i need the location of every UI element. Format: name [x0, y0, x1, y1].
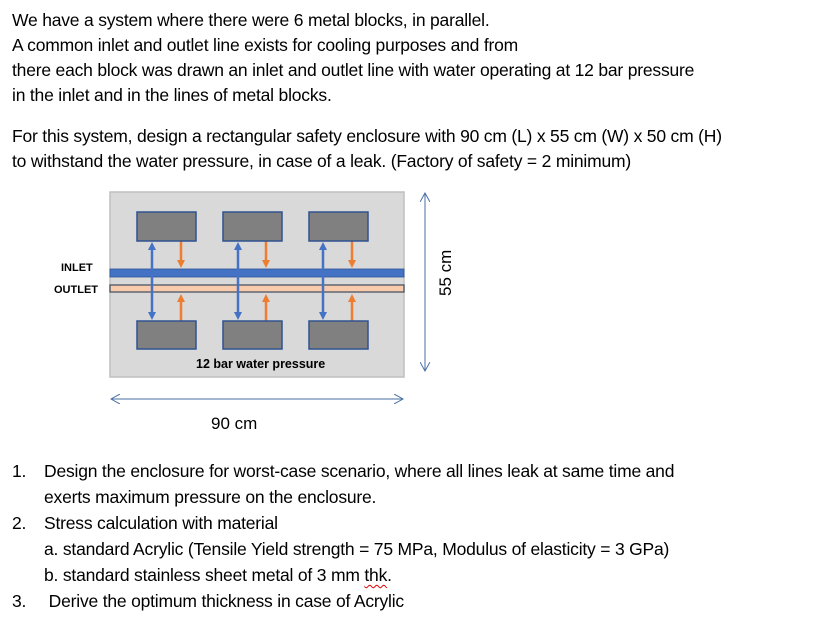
- intro-line: We have a system where there were 6 meta…: [12, 10, 490, 30]
- question-item-2: 2. Stress calculation with material a. st…: [12, 510, 674, 588]
- metal-block: [308, 211, 369, 242]
- sub-item-b: b. standard stainless sheet metal of 3 m…: [12, 562, 674, 588]
- question-text: Stress calculation with material: [44, 513, 278, 533]
- question-text: Derive the optimum thickness in case of …: [44, 591, 405, 611]
- intro-line: A common inlet and outlet line exists fo…: [12, 35, 519, 55]
- question-number: 3.: [12, 591, 27, 611]
- sub-item-b-suffix: .: [387, 565, 392, 585]
- question-item-3: 3. Derive the optimum thickness in case …: [12, 588, 674, 614]
- height-dimension-label: 55 cm: [436, 249, 455, 296]
- outlet-label: OUTLET: [54, 284, 98, 296]
- intro-paragraph: We have a system where there were 6 meta…: [12, 8, 694, 108]
- pressure-label: 12 bar water pressure: [196, 357, 326, 371]
- task-paragraph: For this system, design a rectangular sa…: [12, 124, 722, 174]
- question-item-1: 1. Design the enclosure for worst-case sc…: [12, 458, 674, 510]
- spellcheck-flagged-word: thk: [364, 565, 388, 585]
- sub-item-b-text: b. standard stainless sheet metal of 3 m…: [44, 565, 365, 585]
- intro-line: there each block was drawn an inlet and …: [12, 60, 695, 80]
- question-number: 1.: [12, 461, 27, 481]
- inlet-pipe: [109, 268, 405, 278]
- metal-block: [308, 320, 369, 350]
- width-dimension-label: 90 cm: [211, 414, 258, 433]
- metal-block: [222, 320, 283, 350]
- question-list: 1. Design the enclosure for worst-case sc…: [12, 458, 674, 614]
- intro-line: in the inlet and in the lines of metal b…: [12, 85, 332, 105]
- inlet-label: INLET: [61, 262, 93, 274]
- task-line: to withstand the water pressure, in case…: [12, 151, 632, 171]
- metal-block: [136, 320, 197, 350]
- metal-block: [136, 211, 197, 242]
- question-text-continued: exerts maximum pressure on the enclosure…: [44, 487, 377, 507]
- question-text: Design the enclosure for worst-case scen…: [44, 461, 675, 481]
- sub-item-a: a. standard Acrylic (Tensile Yield stren…: [44, 539, 670, 559]
- task-line: For this system, design a rectangular sa…: [12, 126, 722, 146]
- outlet-pipe: [109, 284, 405, 293]
- metal-block: [222, 211, 283, 242]
- question-number: 2.: [12, 513, 27, 533]
